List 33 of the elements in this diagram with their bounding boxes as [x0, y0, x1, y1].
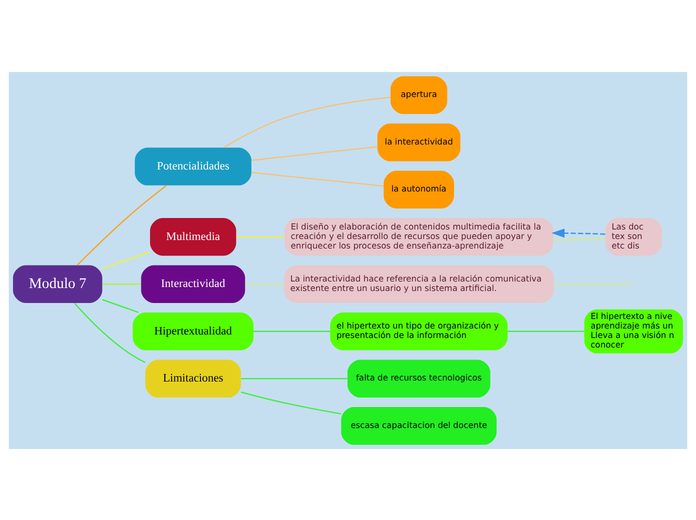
node-box: el hipertexto un tipo de organización y presentación de la información — [330, 312, 508, 350]
connector — [102, 250, 150, 269]
node-box: apertura — [390, 76, 448, 114]
arrow — [552, 228, 606, 238]
node-box: Multimedia — [150, 217, 236, 256]
connector — [251, 171, 384, 186]
node-box: El hipertexto a nive aprendizaje más un Lleva a una visión n conocer — [584, 308, 683, 353]
connector — [102, 298, 139, 312]
connector — [553, 238, 606, 240]
connector — [74, 302, 146, 363]
connector — [223, 96, 391, 148]
node-box: Interactividad — [141, 264, 246, 303]
node-box: falta de recursos tecnologicos — [347, 359, 490, 398]
node-box: Las doc tex son etc dis — [605, 217, 662, 256]
node-box: Limitaciones — [145, 359, 241, 398]
node-box: Modulo 7 — [13, 264, 102, 303]
node-box: La interactividad hace referencia a la relación comunicativa existente entre un usuario y un sistema artificial. — [284, 264, 554, 303]
node-box: Hipertextualidad — [132, 312, 254, 350]
connector — [241, 378, 348, 379]
connector — [245, 283, 284, 284]
connector — [508, 330, 584, 332]
connector — [76, 184, 167, 266]
connector — [236, 236, 284, 237]
connector — [102, 283, 141, 284]
node-box: la autonomía — [384, 170, 454, 208]
connector — [554, 283, 632, 284]
connector — [254, 330, 330, 332]
connector — [251, 146, 378, 160]
node-box: Potencialidades — [134, 147, 252, 185]
node-box: escasa capacitacion del docente — [341, 406, 497, 444]
connector — [240, 391, 342, 414]
node-box: El diseño y elaboración de contenidos multimedia facilita la creación y el desarrollo de recursos que pueden apoyar y enriquecer los procesos de enseñanza-aprendizaje — [284, 217, 554, 256]
node-box: la interactividad — [377, 122, 460, 161]
